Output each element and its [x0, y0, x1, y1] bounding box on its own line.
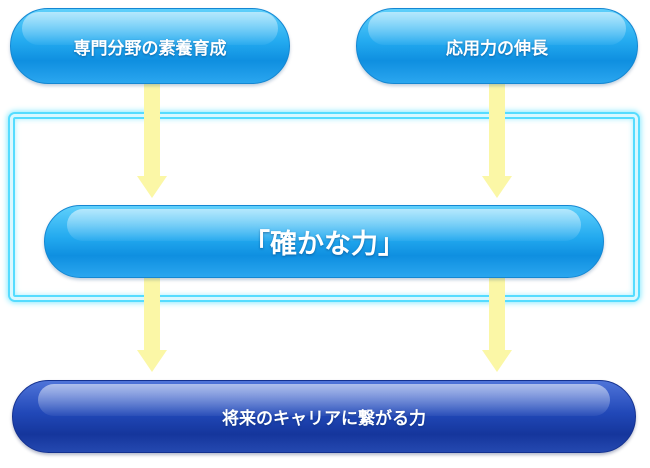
node-specialized-field: 専門分野の素養育成 — [10, 8, 290, 84]
node-career-ability-label: 将来のキャリアに繋がる力 — [222, 409, 426, 429]
node-applied-ability-label: 応用力の伸長 — [446, 38, 548, 59]
node-applied-ability: 応用力の伸長 — [356, 8, 638, 84]
node-solid-ability-label: 「確かな力」 — [243, 229, 405, 260]
arrow-applied-to-solid — [482, 84, 512, 198]
node-solid-ability: 「確かな力」 — [44, 205, 604, 278]
arrow-solid-to-career-right — [482, 278, 512, 372]
node-specialized-field-label: 専門分野の素養育成 — [73, 38, 227, 59]
highlight-frame — [10, 114, 638, 300]
arrow-solid-to-career-left — [137, 278, 167, 372]
arrow-specialized-to-solid — [137, 84, 167, 198]
node-career-ability: 将来のキャリアに繋がる力 — [12, 380, 636, 453]
